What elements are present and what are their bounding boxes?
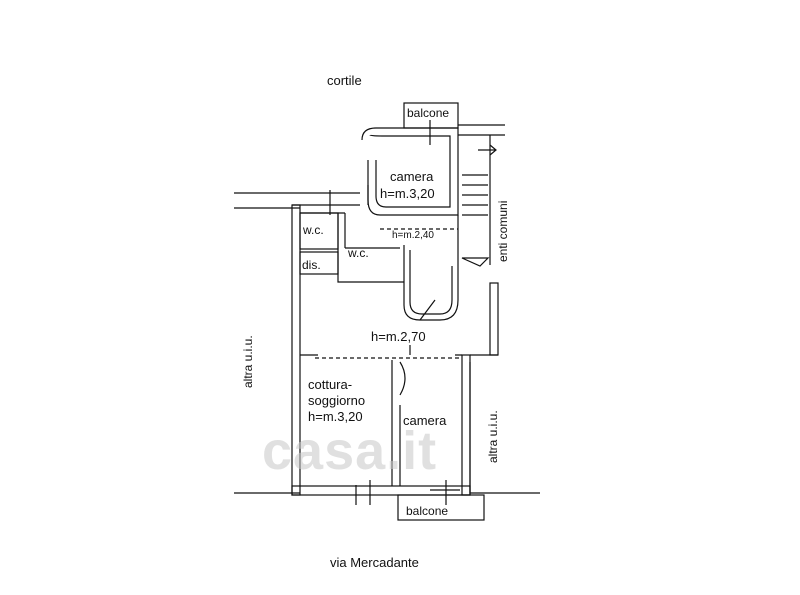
bay-inner <box>409 250 453 315</box>
right-neighbor-wall <box>469 362 540 494</box>
dis-label: dis. <box>302 258 321 272</box>
street-label: via Mercadante <box>330 555 419 570</box>
entrance-marker <box>461 257 490 267</box>
common-area-label: enti comuni <box>496 200 510 262</box>
wc-right-label: w.c. <box>348 246 369 260</box>
camera-top-inner <box>369 134 451 208</box>
living-height: h=m.3,20 <box>308 409 363 424</box>
wc-left-label: w.c. <box>303 223 324 237</box>
right-mid-wall <box>489 282 499 356</box>
bottom-camera-wall <box>391 360 401 486</box>
balcony-bottom-box <box>397 494 485 521</box>
bay-walls <box>403 245 459 321</box>
center-height-label: h=m.2,70 <box>371 329 426 344</box>
living-line1: cottura- <box>308 377 353 392</box>
door-marks <box>329 120 436 355</box>
right-lower-wall <box>461 354 471 496</box>
wc-right-inner <box>344 213 400 249</box>
window-marks <box>355 480 460 505</box>
wc-right-walls <box>337 213 404 283</box>
balcony-top-box <box>403 102 459 129</box>
living-line2: soggiorno <box>308 393 366 408</box>
camera-bottom-label: camera <box>403 413 447 428</box>
courtyard-label: cortile <box>327 73 362 88</box>
camera-top-height: h=m.3,20 <box>380 186 435 201</box>
bottom-camera-door <box>399 361 406 396</box>
stair-arrow <box>478 144 497 156</box>
watermark-logo: casa.it <box>262 421 438 481</box>
camera-top-label: camera <box>390 169 434 184</box>
corridor-height: h=m.2,40 <box>392 230 434 241</box>
stair-steps <box>462 174 488 216</box>
neighbor-right-label: altra u.i.u. <box>486 410 500 463</box>
neighbor-left-label: altra u.i.u. <box>241 335 255 388</box>
balcony-top-label: balcone <box>407 106 450 120</box>
upper-left-wall <box>292 204 360 214</box>
stair-walls <box>457 124 505 265</box>
balcony-bottom-label: balcone <box>406 504 449 518</box>
